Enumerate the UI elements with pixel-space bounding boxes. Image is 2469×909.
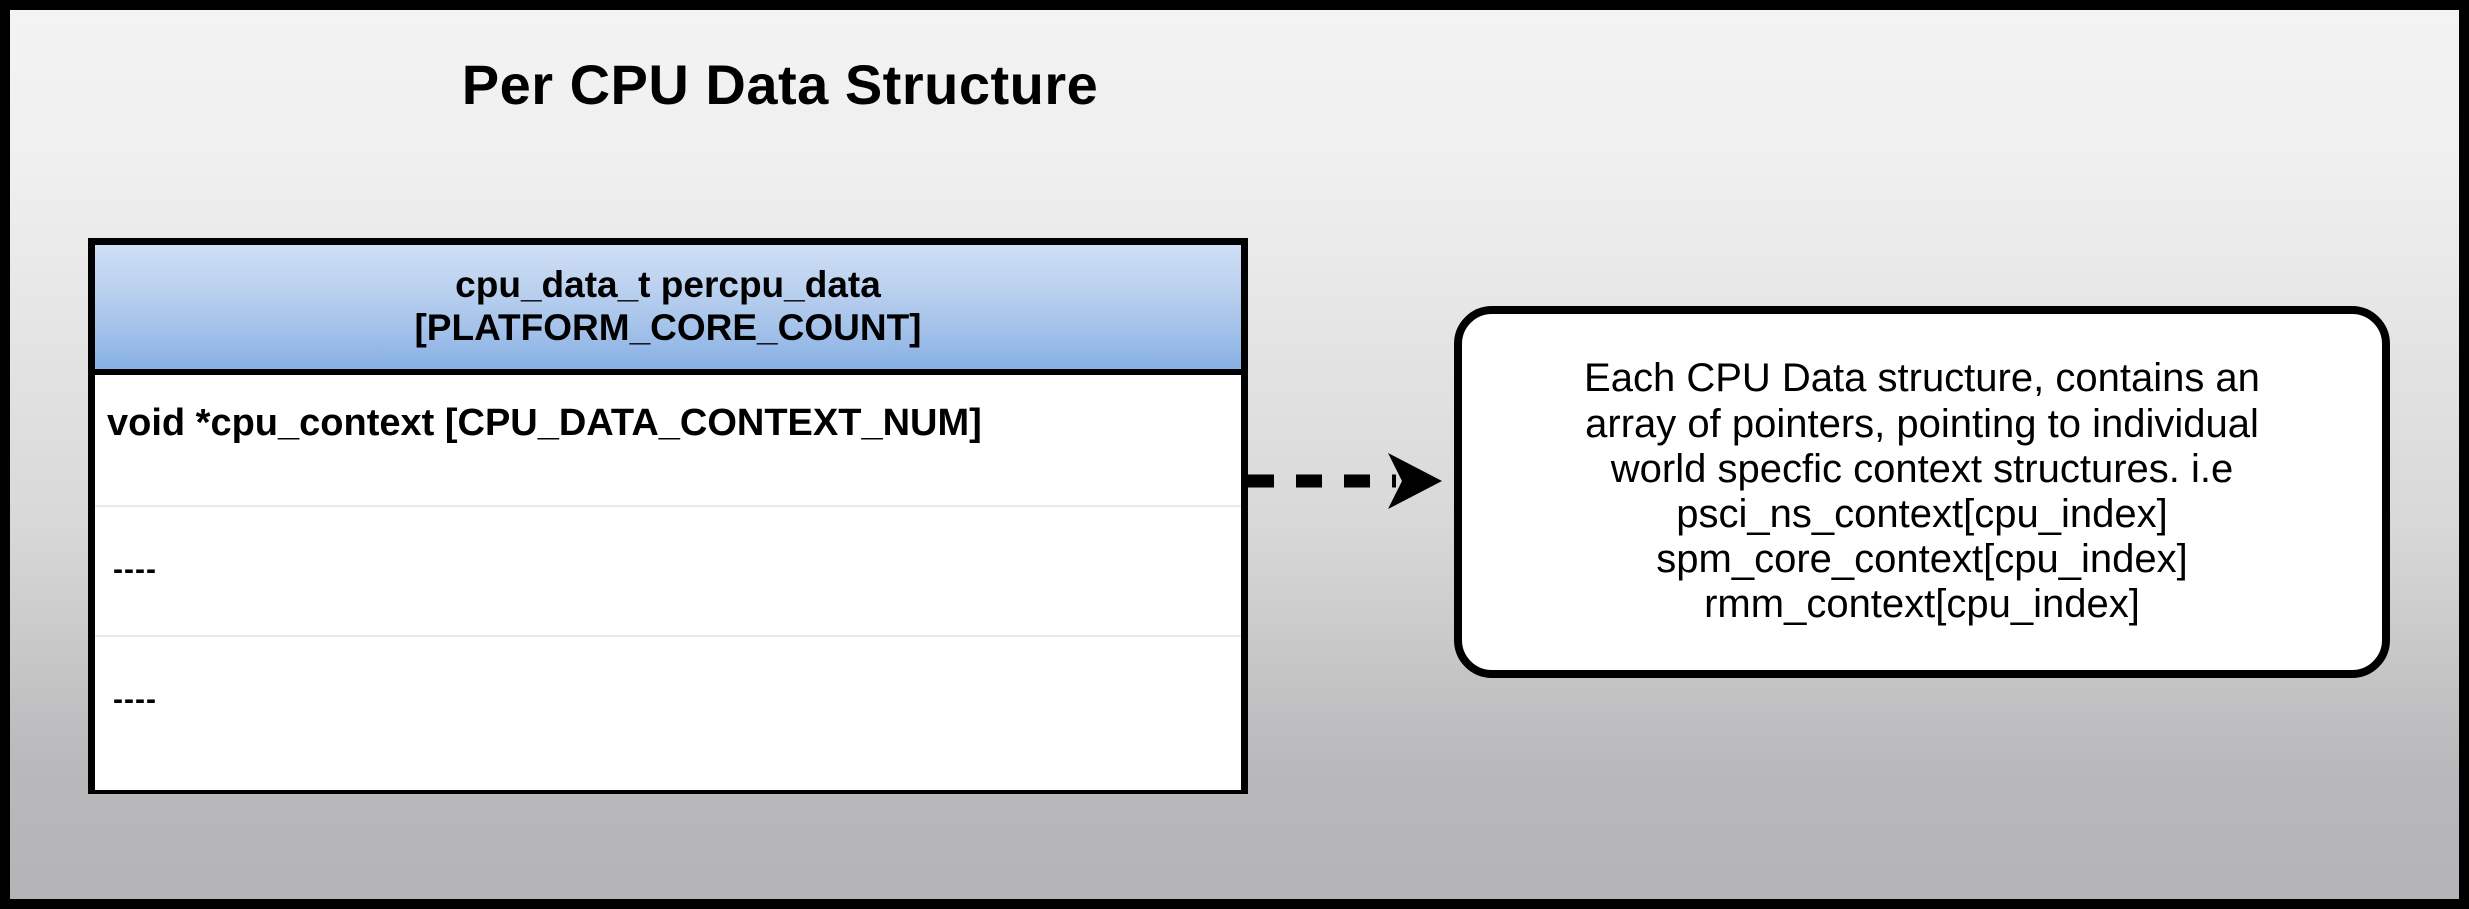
- arrow-head: [1388, 453, 1442, 509]
- table-row-label: ----: [113, 553, 157, 586]
- page-title: Per CPU Data Structure: [461, 53, 1099, 116]
- callout-line: world specfic context structures. i.e: [1610, 446, 2234, 491]
- table-header-line-1: cpu_data_t percpu_data: [455, 264, 881, 306]
- callout-note: Each CPU Data structure, contains an arr…: [1454, 306, 2390, 678]
- table-header-line-2: [PLATFORM_CORE_COUNT]: [414, 307, 922, 348]
- percpu-data-table: cpu_data_t percpu_data [PLATFORM_CORE_CO…: [88, 238, 1248, 794]
- table-row: ----: [95, 505, 1241, 635]
- table-row: ----: [95, 635, 1241, 765]
- callout-line: spm_core_context[cpu_index]: [1656, 537, 2188, 582]
- table-row-label: ----: [113, 683, 157, 716]
- callout-line: psci_ns_context[cpu_index]: [1676, 492, 2168, 536]
- callout-line: rmm_context[cpu_index]: [1704, 582, 2140, 627]
- callout-line: Each CPU Data structure, contains an: [1584, 356, 2260, 401]
- dashed-arrow-icon: [1248, 453, 1442, 509]
- table-row: void *cpu_context [CPU_DATA_CONTEXT_NUM]: [95, 375, 1241, 505]
- table-header: cpu_data_t percpu_data [PLATFORM_CORE_CO…: [95, 245, 1241, 375]
- callout-line: array of pointers, pointing to individua…: [1585, 401, 2259, 446]
- table-row-label: void *cpu_context [CPU_DATA_CONTEXT_NUM]: [107, 402, 982, 444]
